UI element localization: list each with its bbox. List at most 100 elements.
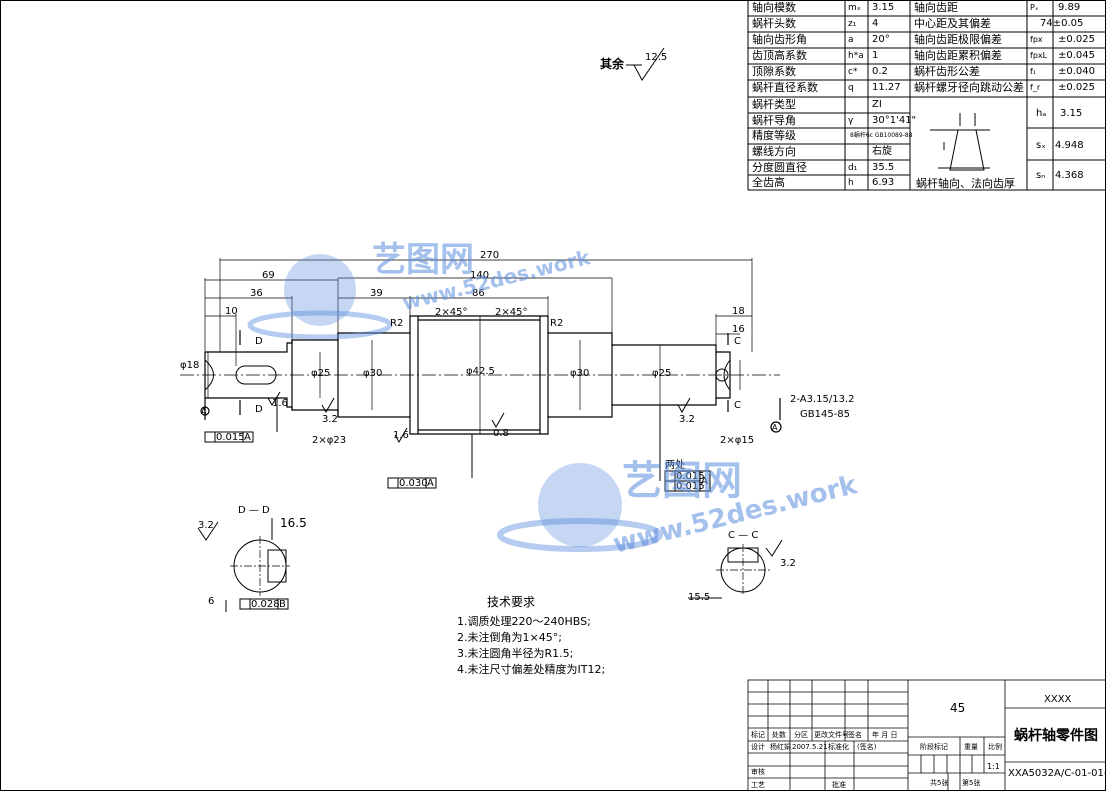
watermark-globe-1 bbox=[247, 254, 393, 340]
tooth-sx-val: 4.948 bbox=[1055, 140, 1084, 151]
groove-left: 2×φ23 bbox=[312, 435, 347, 446]
param-right-val: 9.89 bbox=[1058, 2, 1081, 13]
param-left-label: 轴向齿形角 bbox=[752, 33, 807, 46]
roughness-general-value: 12.5 bbox=[645, 52, 668, 63]
cc-key-dim: 15.5 bbox=[688, 592, 711, 603]
tol1-value: 0.015 bbox=[216, 432, 245, 443]
section-d-top: D bbox=[255, 336, 263, 347]
title-block bbox=[747, 679, 1106, 791]
worm-shaft-outline bbox=[204, 315, 731, 435]
dim-36: 36 bbox=[250, 288, 263, 299]
dim-140: 140 bbox=[470, 270, 490, 281]
section-markers bbox=[200, 330, 782, 433]
tooth-sn-sym: sₙ bbox=[1036, 170, 1046, 181]
tb-approve: 批准 bbox=[832, 781, 846, 789]
tb-sheets: 共5张 bbox=[930, 779, 949, 787]
param-left-val: 右旋 bbox=[872, 146, 892, 157]
chamfer-left: 2×45° bbox=[435, 307, 468, 318]
roughness-symbol-general bbox=[626, 47, 665, 81]
tb-row-sign: 签名 bbox=[848, 731, 862, 739]
tooth-ha-val: 3.15 bbox=[1060, 108, 1083, 119]
param-left-sym: c* bbox=[848, 67, 858, 77]
scale: 1:1 bbox=[987, 762, 1000, 771]
dia-42: φ42.5 bbox=[466, 366, 495, 377]
material: 45 bbox=[950, 701, 966, 715]
fillet-r2-left: R2 bbox=[390, 318, 404, 329]
tb-row-mark: 标记 bbox=[751, 731, 765, 739]
tooth-sn-val: 4.368 bbox=[1055, 170, 1084, 181]
tb-date: 2007.5.21 bbox=[792, 743, 828, 751]
ra-5: 1.6 bbox=[393, 430, 409, 441]
dim-18: 18 bbox=[732, 306, 745, 317]
param-left-val: 3.15 bbox=[872, 2, 895, 13]
diameter-dims bbox=[207, 316, 741, 434]
section-c-c bbox=[688, 539, 783, 599]
param-left-sym: d₁ bbox=[848, 163, 858, 173]
groove-right: 2×φ15 bbox=[720, 435, 755, 446]
tb-design: 设计 bbox=[751, 743, 765, 751]
tb-weight: 重量 bbox=[964, 743, 978, 751]
dim-86: 86 bbox=[472, 288, 485, 299]
section-cc-title: C — C bbox=[728, 530, 759, 541]
tol1-ref: A bbox=[244, 432, 251, 443]
ra-3: 0.8 bbox=[493, 428, 509, 439]
ra-2: 3.2 bbox=[322, 414, 338, 425]
param-left-val: 0.2 bbox=[872, 66, 888, 77]
param-right-label: 轴向齿距 bbox=[914, 1, 958, 14]
param-left-label: 全齿高 bbox=[752, 176, 785, 189]
param-left-label: 蜗杆直径系数 bbox=[752, 81, 818, 94]
param-right-val: ±0.025 bbox=[1058, 34, 1096, 45]
dd-width: 6 bbox=[208, 596, 215, 607]
roughness-marks bbox=[267, 391, 691, 444]
param-right-val: 74±0.05 bbox=[1040, 18, 1084, 29]
param-right-label: 轴向齿距极限偏差 bbox=[914, 33, 1002, 46]
dd-ref: B bbox=[279, 599, 286, 610]
tb-stage: 阶段标记 bbox=[920, 743, 948, 751]
keyway-left bbox=[204, 359, 731, 391]
datum-a-left: A bbox=[201, 407, 207, 416]
param-left-label: 齿顶高系数 bbox=[752, 49, 807, 62]
watermark-logo-2: 艺图网 bbox=[622, 458, 742, 504]
section-c-top: C bbox=[734, 336, 741, 347]
tech-req-title: 技术要求 bbox=[487, 595, 536, 609]
section-dd-title: D — D bbox=[238, 505, 270, 516]
tb-row-file: 更改文件号 bbox=[814, 731, 849, 739]
dia-25-right: φ25 bbox=[652, 368, 672, 379]
section-c-bottom: C bbox=[734, 400, 741, 411]
param-right-sym: Pₓ bbox=[1030, 3, 1039, 12]
param-right-label: 中心距及其偏差 bbox=[914, 17, 991, 30]
param-right-sym: f_r bbox=[1030, 83, 1041, 92]
param-right-label: 蜗杆齿形公差 bbox=[914, 65, 980, 78]
section-d-bottom: D bbox=[255, 404, 263, 415]
param-right-val: ±0.025 bbox=[1058, 82, 1096, 93]
tech-req-4: 4.未注尺寸偏差处精度为IT12; bbox=[457, 663, 606, 676]
param-left-sym: γ bbox=[848, 116, 854, 126]
param-right-label: 蜗杆螺牙径向跳动公差 bbox=[914, 81, 1024, 94]
ra-1: 1.6 bbox=[272, 398, 288, 409]
watermark-logo-1: 艺图网 bbox=[372, 240, 474, 280]
tech-req-3: 3.未注圆角半径为R1.5; bbox=[457, 647, 574, 660]
param-left-val: 30°1'41" bbox=[872, 115, 917, 126]
ra-4: 3.2 bbox=[679, 414, 695, 425]
tech-req-2: 2.未注倒角为1×45°; bbox=[457, 631, 562, 644]
param-left-sym: a bbox=[848, 35, 854, 45]
tol3-ref: A bbox=[701, 476, 708, 487]
dim-69: 69 bbox=[262, 270, 275, 281]
param-right-val: ±0.045 bbox=[1058, 50, 1096, 61]
tb-audit: 审核 bbox=[751, 768, 765, 776]
tb-ratio: 比例 bbox=[988, 743, 1002, 751]
param-left-val: 1 bbox=[872, 50, 879, 61]
param-left-label: 蜗杆类型 bbox=[752, 98, 796, 111]
roughness-general-label: 其余 bbox=[600, 57, 625, 71]
param-right-sym: fpxL bbox=[1030, 51, 1048, 60]
param-left-label: 分度圆直径 bbox=[752, 161, 807, 174]
fillet-r2-right: R2 bbox=[550, 318, 564, 329]
dd-tol: 0.028 bbox=[251, 599, 280, 610]
two-places: 两处 bbox=[665, 460, 685, 471]
param-right-val: ±0.040 bbox=[1058, 66, 1096, 77]
dim-overall: 270 bbox=[480, 250, 500, 261]
tooth-profile-sketch bbox=[930, 113, 990, 171]
dim-39: 39 bbox=[370, 288, 383, 299]
tol2-value: 0.030 bbox=[399, 478, 428, 489]
